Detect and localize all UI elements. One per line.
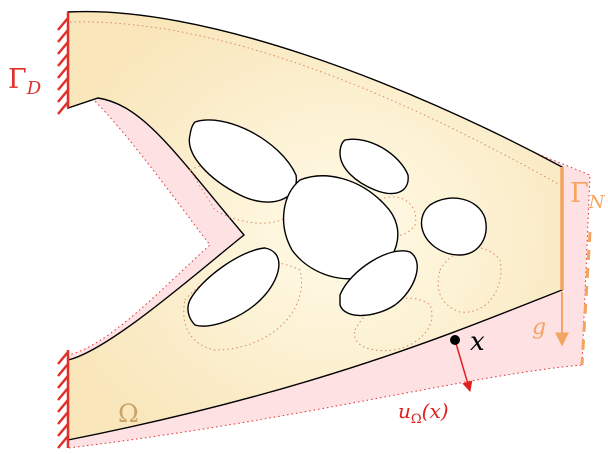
dirichlet-boundary-top (57, 12, 70, 115)
label-omega: Ω (118, 399, 139, 428)
label-point-x: x (470, 327, 485, 357)
ghost-outer-top (69, 21, 561, 186)
holes (187, 119, 487, 327)
hole-right (420, 197, 487, 256)
dirichlet-boundary-bottom (57, 350, 70, 449)
hole-upper-left (188, 119, 297, 203)
label-displacement: uΩ(x) (398, 399, 449, 427)
hole-lower-center (339, 250, 418, 317)
hole-upper-right (339, 138, 409, 195)
label-load-g: g (532, 315, 546, 340)
neumann-deformed-boundary (580, 231, 592, 366)
point-x-marker (450, 335, 460, 345)
displacement-arrow (454, 339, 473, 393)
label-gamma-n: ΓN (570, 178, 606, 213)
hole-lower-left (187, 247, 280, 327)
label-gamma-d: ΓD (8, 64, 42, 99)
